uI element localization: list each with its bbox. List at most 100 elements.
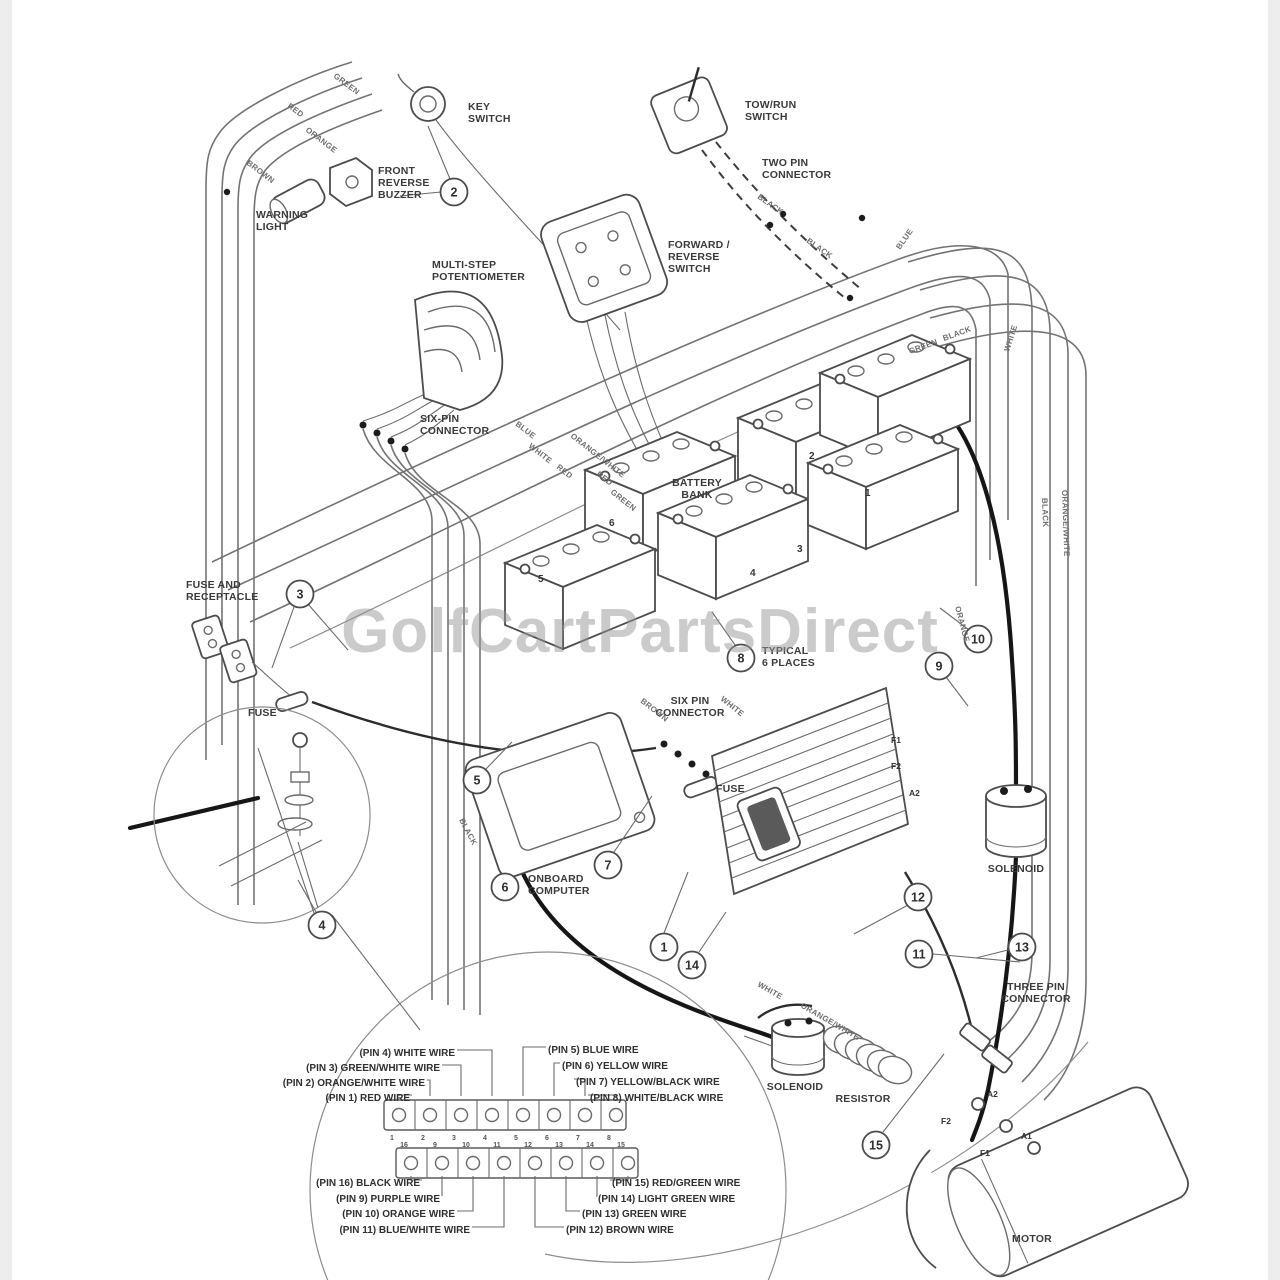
pin-wire-labels: (PIN 4) WHITE WIRE (PIN 3) GREEN/WHITE W… [283, 1045, 741, 1236]
warning-light-label: LIGHT [256, 221, 289, 233]
solenoid-lower [743, 1003, 825, 1076]
pin-number: 13 [555, 1142, 563, 1149]
front-reverse-buzzer-label: BUZZER [378, 189, 422, 201]
svg-text:8: 8 [738, 652, 745, 666]
onboard-computer-label: ONBOARD [528, 873, 584, 885]
pin-label-4: (PIN 4) WHITE WIRE [359, 1048, 455, 1059]
multi-step-potentiometer-label: MULTI-STEP [432, 259, 496, 271]
solenoid-lower-label: SOLENOID [767, 1081, 824, 1093]
fuse-obc-label: FUSE [716, 783, 745, 795]
battery-number-1: 1 [865, 488, 871, 499]
pin-number: 16 [400, 1142, 408, 1149]
terminal-labels: A2 F2 A1 F1 F1 F2 A2 [891, 735, 1032, 1158]
typical-6-places-label: TYPICAL [762, 645, 809, 657]
key-switch-label: KEY [468, 101, 490, 113]
pin-label-9: (PIN 9) PURPLE WIRE [336, 1194, 440, 1205]
svg-text:9: 9 [936, 660, 943, 674]
pin-label-14: (PIN 14) LIGHT GREEN WIRE [598, 1194, 736, 1205]
callout-7: 7 [593, 850, 623, 880]
motor-terminal-f2: F2 [941, 1116, 951, 1126]
svg-text:12: 12 [911, 891, 925, 905]
pin-number: 9 [433, 1142, 437, 1149]
pin-label-11: (PIN 11) BLUE/WHITE WIRE [339, 1225, 470, 1236]
right-gutter [1268, 0, 1280, 1280]
wire-label-brown: BROWN [245, 158, 276, 185]
six-pin-connector-pot-label: SIX-PIN [420, 413, 459, 425]
battery-number-6: 6 [609, 518, 615, 529]
callout-2: 2 [439, 177, 469, 207]
pin-label-10: (PIN 10) ORANGE WIRE [342, 1209, 455, 1220]
svg-text:11: 11 [912, 948, 925, 962]
forward-reverse-switch-label: REVERSE [668, 251, 720, 263]
svg-text:6: 6 [502, 881, 509, 895]
callouts: 1 2 3 4 5 6 7 8 9 10 11 12 13 14 15 [257, 125, 1037, 1160]
pin-label-16: (PIN 16) BLACK WIRE [316, 1178, 420, 1189]
svg-text:15: 15 [869, 1139, 883, 1153]
callout-1: 1 [649, 932, 679, 962]
watermark: GolfCartPartsDirect [341, 597, 939, 666]
svg-text:13: 13 [1015, 941, 1029, 955]
fuse-obc [683, 776, 719, 799]
pin-number: 5 [514, 1135, 518, 1142]
speed-controller [710, 686, 910, 896]
front-reverse-buzzer-label: REVERSE [378, 177, 430, 189]
front-reverse-buzzer-label: FRONT [378, 165, 416, 177]
warning-light-label: WARNING [256, 209, 308, 221]
pin-number: 10 [462, 1142, 470, 1149]
solenoid-upper [985, 784, 1047, 858]
key-switch-label: SWITCH [468, 113, 511, 125]
multi-step-potentiometer [414, 290, 504, 411]
motor-terminal-a1: A1 [1021, 1131, 1032, 1141]
forward-reverse-switch-label: FORWARD / [668, 239, 730, 251]
key-switch [397, 73, 446, 122]
motor-terminal-a2: A2 [987, 1089, 998, 1099]
left-gutter [0, 0, 12, 1280]
pin-number: 6 [545, 1135, 549, 1142]
wire-label-black: BLACK [942, 324, 973, 343]
six-pin-connector-obc-label: SIX PIN [671, 695, 710, 707]
callout-15: 15 [861, 1130, 891, 1160]
callout-5: 5 [462, 765, 492, 795]
wire-label-black: BLACK [1040, 498, 1050, 528]
resistor [822, 1025, 913, 1085]
tow-run-switch-label: SWITCH [745, 111, 788, 123]
onboard-computer-label: COMPUTER [528, 885, 590, 897]
controller-terminal-a2: A2 [909, 788, 920, 798]
pin-label-8: (PIN 8) WHITE/BLACK WIRE [590, 1093, 724, 1104]
three-pin-connector [959, 1022, 1013, 1074]
battery-bank-label: BANK [681, 489, 712, 501]
motor [905, 1086, 1189, 1278]
svg-text:7: 7 [605, 859, 612, 873]
pin-number: 11 [493, 1142, 501, 1149]
tow-run-switch [650, 66, 728, 155]
callout-13: 13 [1007, 932, 1037, 962]
tow-run-switch-label: TOW/RUN [745, 99, 796, 111]
wire-label-black: BLACK [756, 192, 785, 216]
six-pin-connector-obc [660, 740, 710, 778]
wire-label-black: BLACK [457, 817, 479, 847]
pin-number: 8 [607, 1135, 611, 1142]
callout-14: 14 [677, 950, 707, 980]
callout-3: 3 [285, 579, 315, 609]
wire-label-blue: BLUE [894, 227, 915, 251]
pin-label-3: (PIN 3) GREEN/WHITE WIRE [306, 1063, 440, 1074]
wire-label-red: RED [555, 462, 575, 480]
motor-label: MOTOR [1012, 1233, 1052, 1245]
wire-label-blue: BLUE [514, 419, 538, 440]
callout-4: 4 [307, 910, 337, 940]
svg-text:1: 1 [661, 941, 668, 955]
six-pin-connector-pot [359, 421, 409, 453]
typical-6-places-label: 6 PLACES [762, 657, 815, 669]
battery-bank: 1 2 3 4 5 6 [504, 334, 971, 650]
battery-number-4: 4 [750, 568, 756, 579]
multi-step-potentiometer-label: POTENTIOMETER [432, 271, 525, 283]
two-pin-connector-label: CONNECTOR [762, 169, 831, 181]
component-labels: KEY SWITCH FRONT REVERSE BUZZER WARNING … [186, 99, 1071, 1245]
forward-reverse-switch-label: SWITCH [668, 263, 711, 275]
wire-label-orange-white: ORANGE/WHITE [1060, 490, 1071, 557]
sixteen-pin-connector-detail: 1 2 3 4 5 6 7 8 16 9 10 11 12 13 14 15 [309, 951, 787, 1280]
fuse-and-receptacle [191, 614, 297, 701]
svg-text:5: 5 [474, 774, 481, 788]
